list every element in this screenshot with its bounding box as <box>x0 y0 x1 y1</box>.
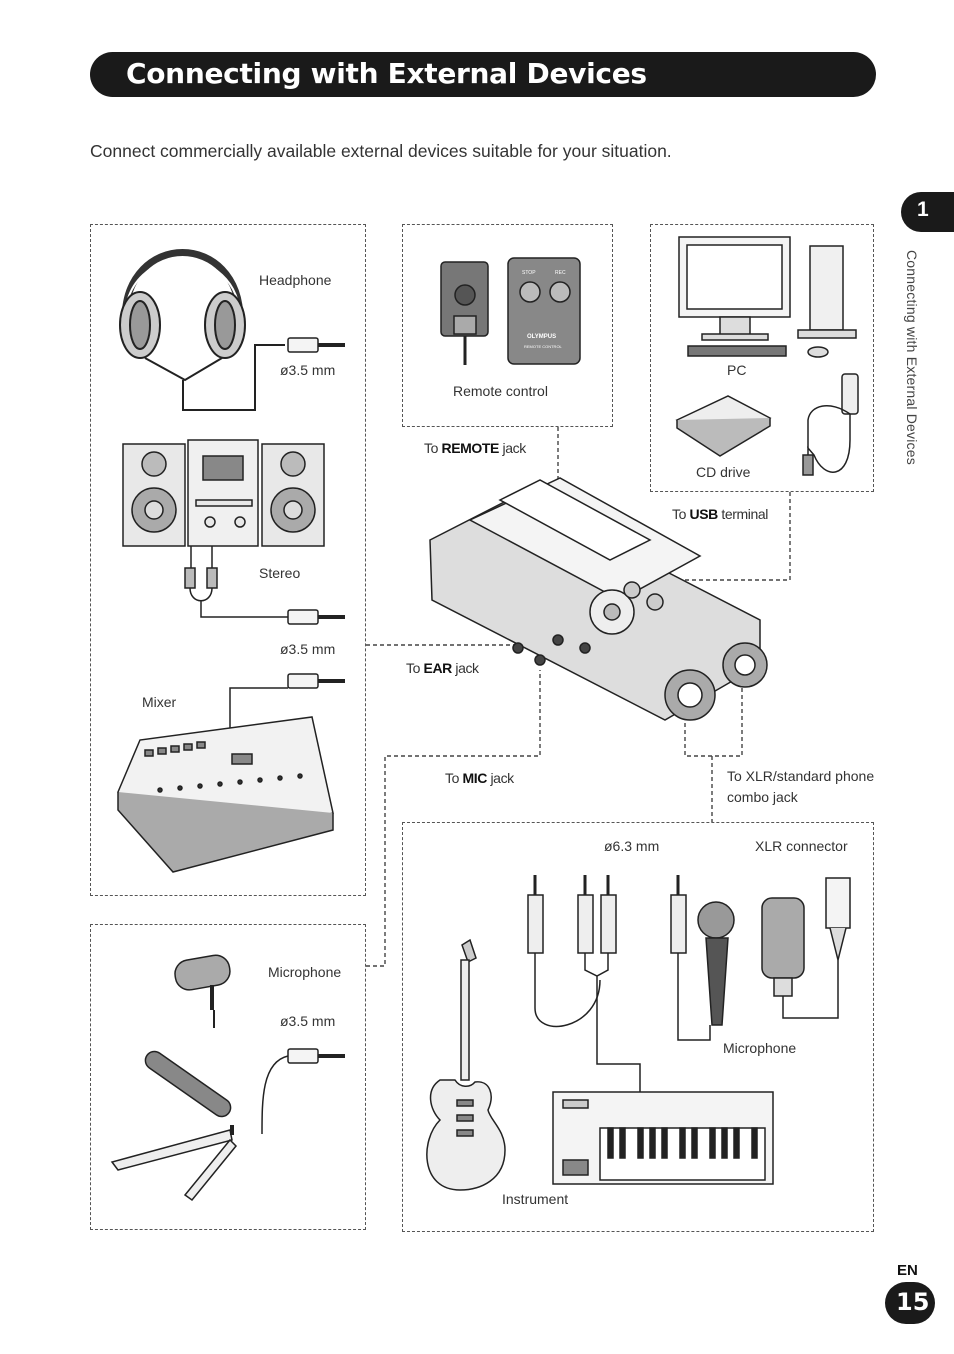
remote-control-box <box>402 224 613 427</box>
remote-brand-text: OLYMPUS <box>527 334 557 340</box>
to-word: To <box>445 770 459 786</box>
remote-jack-name: REMOTE <box>441 440 500 456</box>
chapter-number: 1 <box>917 198 929 221</box>
label-diameter-3: ø3.5 mm <box>280 1013 336 1029</box>
intro-text: Connect commercially available external … <box>90 141 672 161</box>
remote-name-text: REMOTE CONTROL <box>524 344 562 349</box>
label-diameter-2: ø3.5 mm <box>280 641 336 657</box>
pc-box <box>650 224 874 492</box>
page-title: Connecting with External Devices <box>126 57 647 90</box>
to-word: To <box>672 506 686 522</box>
remote-rec-text: REC <box>555 270 566 276</box>
terminal-word: terminal <box>721 506 768 522</box>
label-to-remote: To REMOTE jack <box>424 440 526 456</box>
audio-devices-box <box>90 224 366 896</box>
page-number-badge: 15 <box>885 1282 935 1324</box>
label-xlr-combo-line2: combo jack <box>727 789 798 805</box>
page-number: 15 <box>896 1288 930 1316</box>
label-to-mic: To MIC jack <box>445 770 514 786</box>
ear-jack-name: EAR <box>423 660 453 676</box>
jack-word: jack <box>502 440 527 456</box>
usb-terminal-name: USB <box>689 506 719 522</box>
chapter-side-title: Connecting with External Devices <box>904 250 920 465</box>
label-to-usb: To USB terminal <box>672 506 768 522</box>
title-bar: Connecting with External Devices <box>90 52 876 97</box>
to-word: To <box>406 660 420 676</box>
label-microphone-right: Microphone <box>723 1040 797 1056</box>
label-remote-control: Remote control <box>453 383 548 399</box>
remote-stop-text: STOP <box>522 270 536 276</box>
instrument-box <box>402 822 874 1232</box>
label-to-ear: To EAR jack <box>406 660 479 676</box>
xlr-link-line <box>684 660 743 757</box>
to-word: To <box>424 440 438 456</box>
label-xlr-connector: XLR connector <box>755 838 848 854</box>
ear-link-line <box>366 644 521 650</box>
jack-word: jack <box>455 660 479 676</box>
label-cd-drive: CD drive <box>696 464 751 480</box>
jack-word: jack <box>490 770 514 786</box>
mic-jack-name: MIC <box>462 770 488 786</box>
label-xlr-combo: To XLR/standard phone combo jack <box>727 766 874 808</box>
label-diameter-63: ø6.3 mm <box>604 838 660 854</box>
label-diameter-1: ø3.5 mm <box>280 362 336 378</box>
label-microphone-left: Microphone <box>268 964 342 980</box>
language-code: EN <box>897 1262 918 1279</box>
label-headphone: Headphone <box>259 272 332 288</box>
label-stereo: Stereo <box>259 565 301 581</box>
microphone-box <box>90 924 366 1230</box>
label-pc: PC <box>727 362 747 378</box>
chapter-tab: 1 <box>901 192 954 232</box>
label-instrument: Instrument <box>502 1191 569 1207</box>
label-mixer: Mixer <box>142 694 177 710</box>
label-xlr-combo-line1: To XLR/standard phone <box>727 768 875 784</box>
